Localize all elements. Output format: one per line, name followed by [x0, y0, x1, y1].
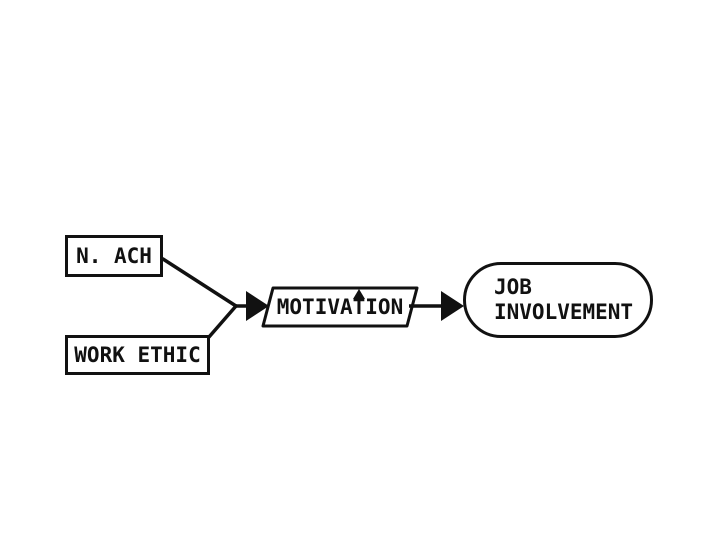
node-job-involvement: JOB INVOLVEMENT — [463, 262, 653, 338]
node-work-ethic: WORK ETHIC — [65, 335, 210, 375]
up-arrow-t-icon: T — [352, 295, 366, 319]
motivation-label: MOTIVATION — [277, 295, 403, 319]
edge-nach-to-motivation — [161, 257, 238, 308]
work-ethic-label: WORK ETHIC — [74, 343, 201, 367]
job-involvement-line2: INVOLVEMENT — [494, 300, 634, 324]
arrowhead-icon — [246, 291, 269, 321]
motivation-label-prefix: MOTIVA — [276, 295, 353, 319]
motivation-label-suffix: ION — [365, 295, 404, 319]
n-ach-label: N. ACH — [76, 244, 152, 268]
node-n-ach: N. ACH — [65, 235, 163, 277]
edge-workethic-to-motivation — [207, 304, 238, 339]
arrowhead-icon — [441, 291, 464, 321]
job-involvement-line1: JOB — [494, 275, 532, 299]
job-involvement-label: JOB INVOLVEMENT — [494, 275, 633, 325]
node-motivation: MOTIVATION — [266, 288, 414, 326]
motivation-parallelogram — [261, 286, 419, 328]
